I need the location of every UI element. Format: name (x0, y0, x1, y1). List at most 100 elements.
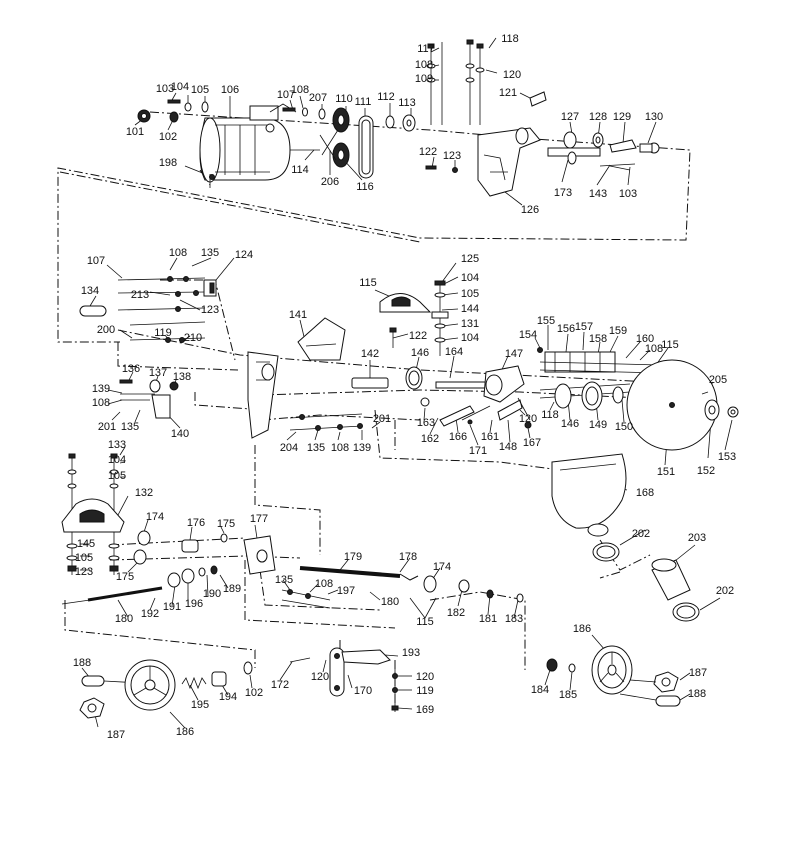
part-number-label: 108 (315, 578, 333, 590)
part-number-label: 171 (469, 445, 487, 457)
handwheel-right-group (546, 645, 681, 707)
part-number-label: 132 (135, 487, 153, 499)
part-number-label: 108 (92, 397, 110, 409)
part-number-label: 128 (589, 111, 607, 123)
part-number-label: 201 (373, 413, 391, 425)
part-number-label: 135 (307, 442, 325, 454)
part-number-label: 120 (503, 69, 521, 81)
part-number-label: 126 (521, 204, 539, 216)
part-number-label: 158 (589, 333, 607, 345)
upper-arm-group (425, 39, 660, 197)
part-number-label: 120 (519, 413, 537, 425)
part-number-label: 102 (159, 131, 177, 143)
part-number-label: 108 (331, 442, 349, 454)
part-number-label: 109 (415, 73, 433, 85)
part-number-label: 180 (115, 613, 133, 625)
part-number-label: 106 (221, 84, 239, 96)
part-number-label: 133 (108, 439, 126, 451)
part-number-label: 145 (77, 538, 95, 550)
part-number-label: 119 (416, 685, 434, 697)
part-number-label: 104 (108, 454, 126, 466)
part-number-label: 186 (573, 623, 591, 635)
part-number-label: 108 (169, 247, 187, 259)
part-number-label: 168 (636, 487, 654, 499)
part-number-label: 182 (447, 607, 465, 619)
part-number-label: 124 (235, 249, 253, 261)
part-number-label: 202 (716, 585, 734, 597)
part-number-label: 122 (419, 146, 437, 158)
part-number-label: 184 (531, 684, 549, 696)
part-number-label: 135 (201, 247, 219, 259)
part-number-label: 192 (141, 608, 159, 620)
part-number-label: 116 (356, 181, 374, 193)
part-number-label: 141 (289, 309, 307, 321)
part-number-label: 188 (688, 688, 706, 700)
part-number-label: 159 (609, 325, 627, 337)
part-number-label: 204 (280, 442, 298, 454)
part-number-label: 205 (709, 374, 727, 386)
part-number-label: 137 (149, 367, 167, 379)
part-number-label: 206 (321, 176, 339, 188)
blade-group (551, 359, 739, 622)
part-number-label: 130 (645, 111, 663, 123)
part-number-label: 107 (87, 255, 105, 267)
part-number-label: 196 (185, 598, 203, 610)
part-number-label: 179 (344, 551, 362, 563)
part-number-label: 202 (632, 528, 650, 540)
part-number-label: 154 (519, 329, 537, 341)
part-number-label: 105 (191, 84, 209, 96)
part-number-label: 115 (359, 277, 377, 289)
part-number-label: 178 (399, 551, 417, 563)
part-number-label: 123 (443, 150, 461, 162)
part-number-label: 160 (636, 333, 654, 345)
part-number-label: 115 (416, 616, 434, 628)
part-number-label: 174 (433, 561, 451, 573)
part-number-label: 193 (402, 647, 420, 659)
part-number-label: 194 (219, 691, 237, 703)
part-number-label: 104 (171, 81, 189, 93)
part-number-label: 113 (398, 97, 416, 109)
part-number-label: 166 (449, 431, 467, 443)
part-number-label: 169 (416, 704, 434, 716)
part-number-label: 164 (445, 346, 463, 358)
part-number-label: 139 (92, 383, 110, 395)
part-number-label: 120 (416, 671, 434, 683)
part-number-label: 105 (75, 552, 93, 564)
part-number-label: 187 (107, 729, 125, 741)
part-number-label: 187 (689, 667, 707, 679)
part-number-label: 170 (354, 685, 372, 697)
part-number-label: 146 (411, 347, 429, 359)
bracket-group (79, 276, 449, 389)
part-number-label: 162 (421, 433, 439, 445)
part-number-label: 118 (501, 33, 519, 45)
part-number-label: 108 (291, 84, 309, 96)
part-number-label: 201 (98, 421, 116, 433)
part-number-label: 172 (271, 679, 289, 691)
part-number-label: 185 (559, 689, 577, 701)
part-number-label: 147 (505, 348, 523, 360)
part-number-label: 156 (557, 323, 575, 335)
part-number-label: 203 (688, 532, 706, 544)
part-number-label: 167 (523, 437, 541, 449)
part-number-label: 207 (309, 92, 327, 104)
part-number-label: 104 (461, 272, 479, 284)
part-number-label: 115 (661, 339, 679, 351)
part-number-label: 174 (146, 511, 164, 523)
part-number-label: 142 (361, 348, 379, 360)
part-number-label: 161 (481, 431, 499, 443)
part-number-label: 195 (191, 699, 209, 711)
part-number-label: 213 (131, 289, 149, 301)
part-number-label: 152 (697, 465, 715, 477)
part-number-label: 197 (337, 585, 355, 597)
part-number-label: 148 (499, 441, 517, 453)
part-number-label: 131 (461, 318, 479, 330)
part-number-label: 110 (335, 93, 353, 105)
part-number-label: 103 (619, 188, 637, 200)
part-number-label: 155 (537, 315, 555, 327)
part-number-label: 143 (589, 188, 607, 200)
part-number-label: 118 (541, 409, 559, 421)
part-number-label: 190 (203, 588, 221, 600)
part-number-label: 186 (176, 726, 194, 738)
part-number-label: 111 (355, 96, 372, 108)
